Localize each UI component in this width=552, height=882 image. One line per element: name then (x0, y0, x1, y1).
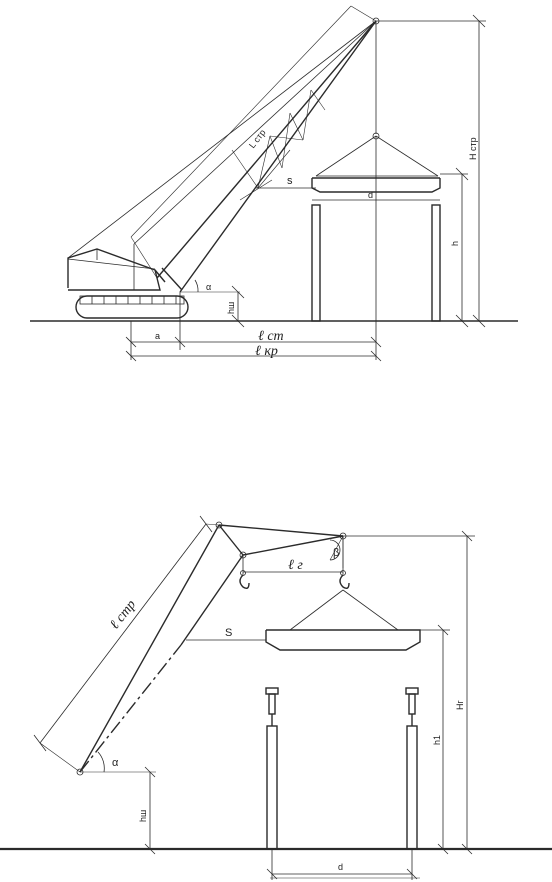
reach-kr-label: ℓ кр (255, 344, 278, 359)
height-label-bottom: h1 (432, 735, 442, 745)
boom-length-dim-bottom (33, 515, 220, 773)
boom-top (67, 17, 380, 293)
reach-st-label: ℓ ст (258, 329, 284, 344)
pivot-height-label-top: hш (226, 302, 236, 314)
load-beam-bottom (265, 629, 421, 651)
angle-label-top: α (206, 282, 211, 292)
angle-label-bottom: α (112, 757, 119, 769)
angle-arc-bottom (97, 751, 105, 773)
hook-height-label-top: H стр (468, 137, 478, 160)
angle-arc-top (194, 279, 199, 293)
hook-height-label-bottom: Hг (455, 700, 465, 710)
top-diagram: L стр d s h (30, 5, 518, 362)
width-dim-bottom (266, 849, 418, 880)
columns-bottom (265, 687, 419, 850)
bottom-diagram: ℓ г β S (0, 515, 552, 880)
hook-height-dim-top (376, 14, 486, 328)
width-label-bottom: d (338, 862, 343, 872)
hook-assembly-top (315, 21, 439, 177)
clearance-label-bottom: S (225, 627, 232, 639)
hooks-bottom (239, 536, 350, 590)
pivot-height-dim-bottom (144, 766, 156, 855)
boom-length-dim (130, 5, 377, 279)
height-dim-bottom (420, 624, 450, 855)
boom-bottom (76, 521, 244, 776)
beta-arc (329, 539, 341, 561)
pivot-height-dim-top (231, 285, 245, 328)
clearance-label-top: s (287, 175, 293, 187)
height-dim-top (440, 167, 469, 328)
offset-label-top: a (155, 331, 160, 341)
hook-height-dim-bottom (343, 530, 475, 855)
beta-label: β (333, 547, 339, 559)
boom-length-label-top: L стр (247, 128, 268, 151)
crane-body (67, 244, 161, 291)
height-label-top: h (450, 241, 460, 246)
crawler-tracks (75, 295, 189, 319)
boom-length-label-bottom: ℓ стр (107, 597, 139, 632)
jib-reach-label: ℓ г (288, 558, 303, 573)
sling-bottom (289, 589, 399, 631)
columns-top (311, 204, 441, 322)
width-label-top: d (368, 190, 373, 200)
pivot-height-label-bottom: hш (138, 810, 148, 822)
reach-dims-top (125, 136, 382, 362)
